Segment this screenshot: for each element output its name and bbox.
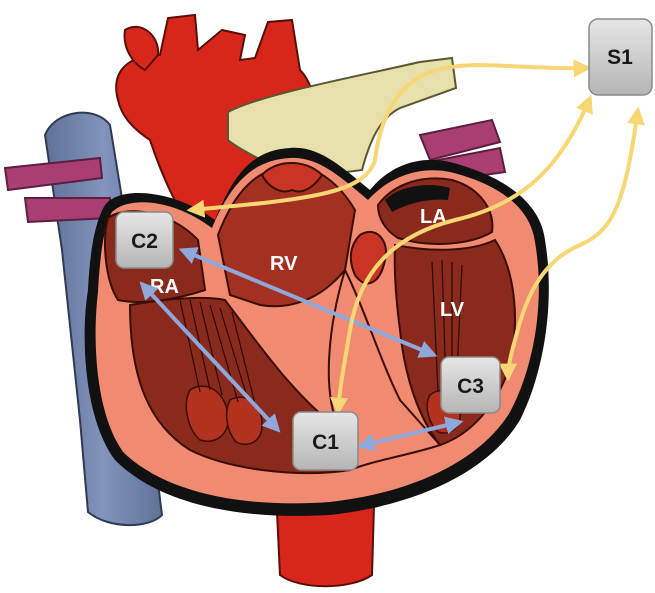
node-c1: C1 [293, 412, 358, 470]
node-c3: C3 [441, 357, 500, 413]
pulmonary-vein-left-lower [25, 198, 110, 222]
node-c2: C2 [116, 212, 173, 268]
label-lv: LV [440, 299, 465, 321]
node-c1-label: C1 [312, 431, 339, 454]
node-s1: S1 [589, 19, 652, 95]
node-c3-label: C3 [457, 375, 484, 398]
label-rv: RV [270, 253, 298, 275]
node-c2-label: C2 [131, 230, 158, 253]
node-s1-label: S1 [607, 46, 633, 69]
